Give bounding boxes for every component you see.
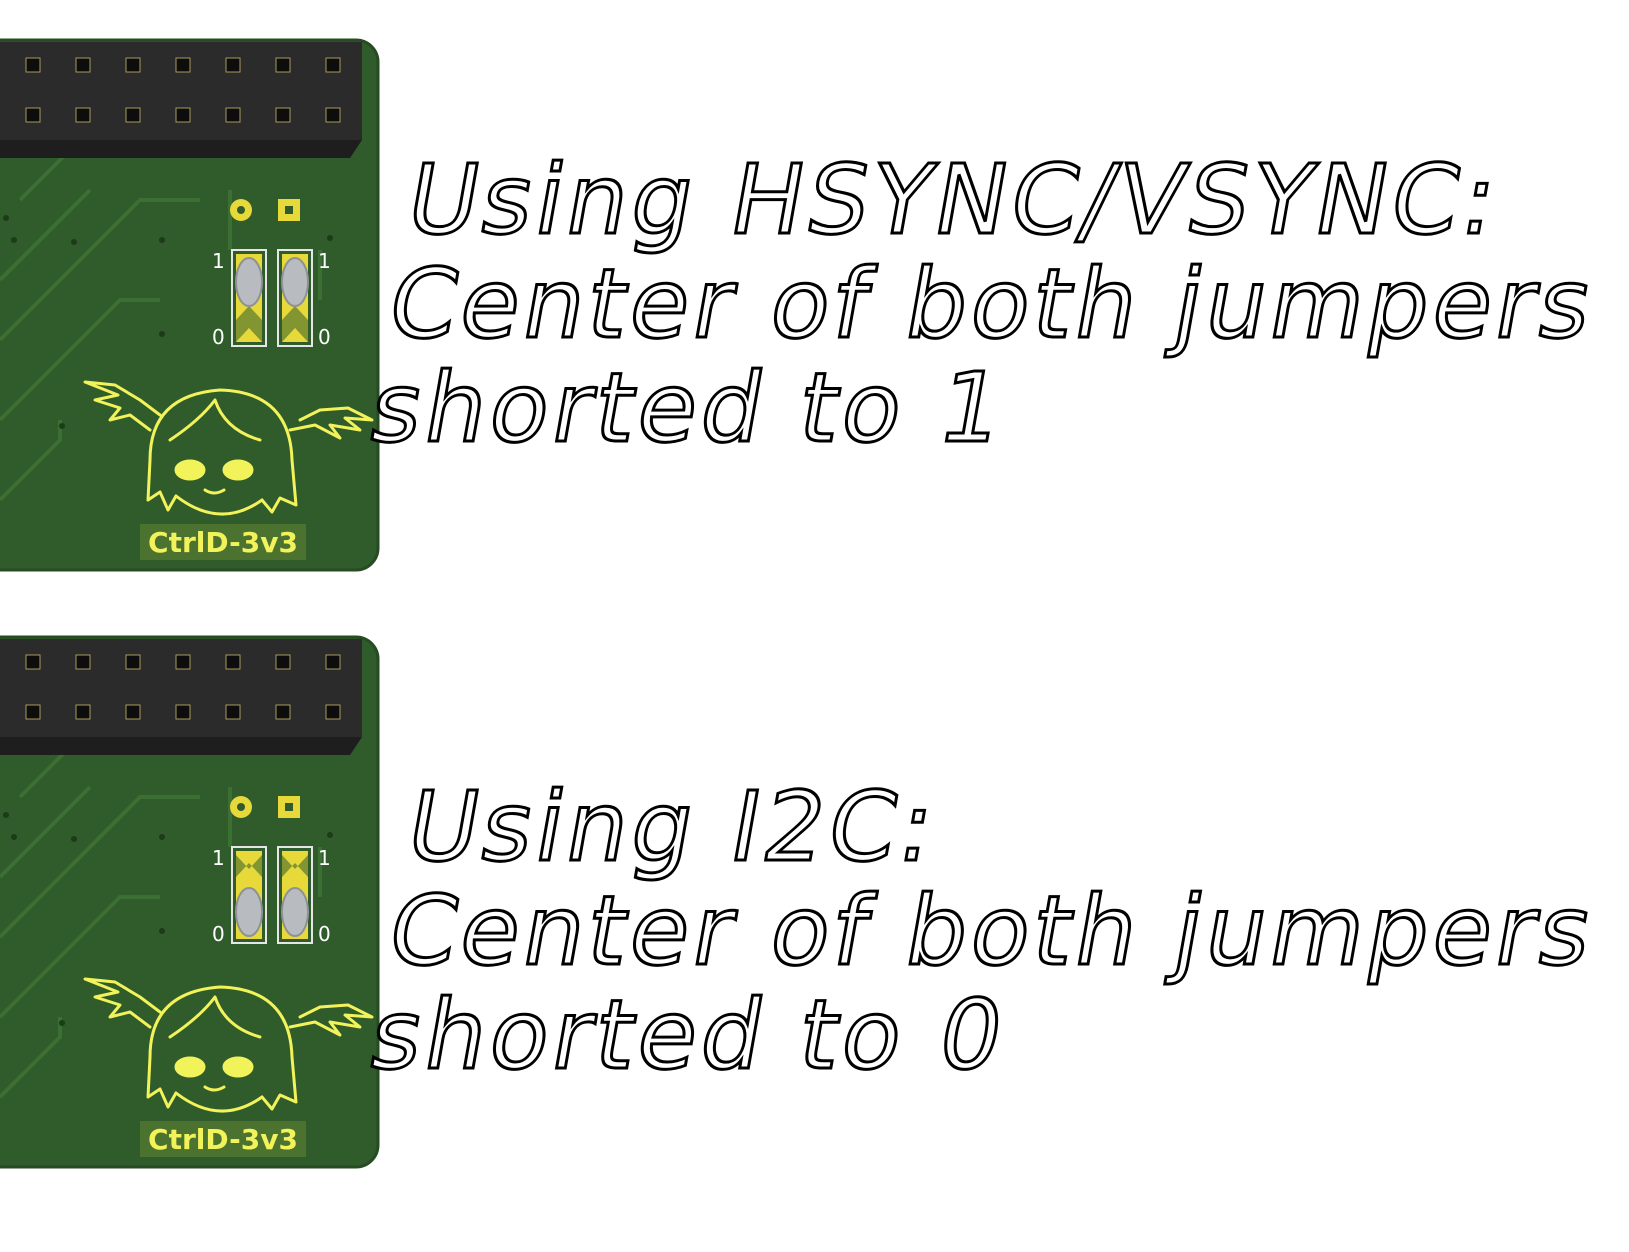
pcb-render: 1 0 1 0 CtrlD-3v3: [0, 635, 380, 1169]
via: [3, 812, 9, 818]
via: [159, 928, 165, 934]
jumper-label-right-bottom: 0: [318, 325, 331, 349]
pcb-board: [0, 38, 380, 572]
jumper-label-left-bottom: 0: [212, 325, 225, 349]
panel-i2c: 1 0 1 0 CtrlD-3v3 Using I2C: Center of b…: [0, 625, 1629, 1225]
caption: Using HSYNC/VSYNC: Center of both jumper…: [361, 143, 1622, 466]
via: [159, 237, 165, 243]
solder-jumper-right: [277, 249, 313, 347]
test-pads: [230, 796, 300, 818]
board-label: CtrlD-3v3: [148, 1123, 298, 1156]
board-label-bg: [140, 1121, 306, 1157]
test-pads: [230, 199, 300, 221]
pin-header: [0, 639, 362, 755]
jumper-label-left-top: 1: [212, 846, 225, 870]
via: [71, 239, 77, 245]
solder-blob: [281, 887, 309, 937]
solder-jumper-left: [231, 846, 267, 944]
via: [159, 834, 165, 840]
via: [3, 215, 9, 221]
jumper-label-left-top: 1: [212, 249, 225, 273]
via: [159, 331, 165, 337]
caption-line-1: Using HSYNC/VSYNC:: [397, 143, 1510, 258]
mascot-logo: [83, 977, 374, 1113]
via: [327, 235, 333, 241]
mascot-logo: [83, 380, 374, 516]
solder-jumper-left: [231, 249, 267, 347]
via: [59, 423, 65, 429]
jumper-label-left-bottom: 0: [212, 922, 225, 946]
caption-line-3: shorted to 0: [361, 978, 1017, 1093]
via: [71, 836, 77, 842]
solder-blob: [235, 257, 263, 307]
via: [11, 834, 17, 840]
board-label-bg: [140, 524, 306, 560]
jumper-label-right-top: 1: [318, 249, 331, 273]
pcb-render: 1 0 1 0 CtrlD-3v3: [0, 38, 380, 572]
caption-line-1: Using I2C:: [397, 770, 948, 885]
pin-header: [0, 42, 362, 158]
pcb-board: [0, 635, 380, 1169]
board-label: CtrlD-3v3: [148, 526, 298, 559]
caption-line-3: shorted to 1: [361, 351, 1017, 466]
jumper-label-right-top: 1: [318, 846, 331, 870]
solder-blob: [281, 257, 309, 307]
caption: Using I2C: Center of both jumpers shorte…: [361, 770, 1622, 1093]
solder-jumper-right: [277, 846, 313, 944]
via: [327, 832, 333, 838]
via: [11, 237, 17, 243]
caption-line-2: Center of both jumpers: [379, 874, 1606, 989]
via: [59, 1020, 65, 1026]
jumper-label-right-bottom: 0: [318, 922, 331, 946]
panel-hsync-vsync: 1 0 1 0 CtrlD-3v3 Using HSYNC/VSYNC: Cen…: [0, 0, 1629, 600]
solder-blob: [235, 887, 263, 937]
caption-line-2: Center of both jumpers: [379, 247, 1606, 362]
